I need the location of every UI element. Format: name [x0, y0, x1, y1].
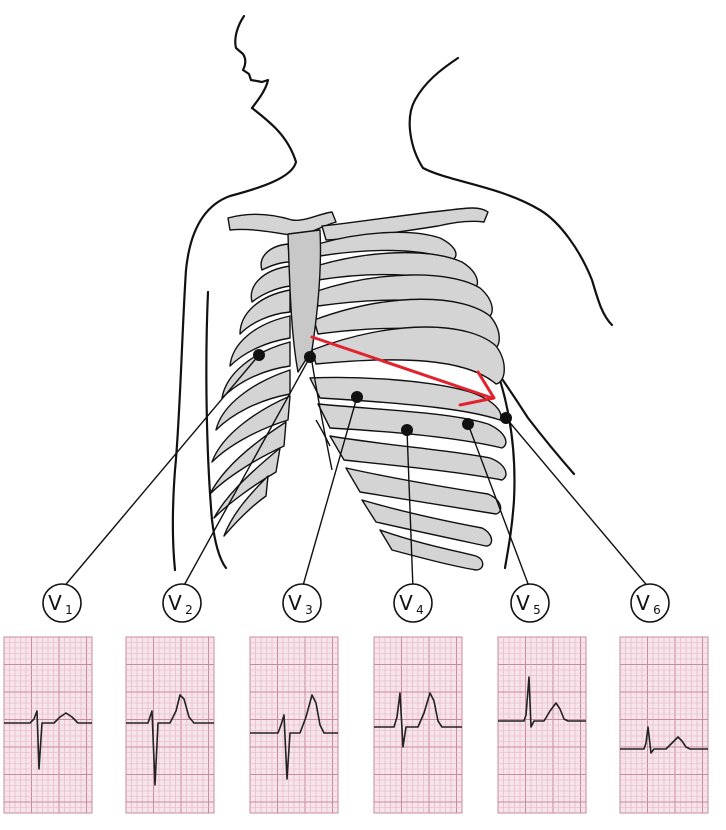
face-profile: [234, 14, 270, 110]
lead-letter: V: [288, 591, 302, 615]
electrode-v6: [500, 412, 512, 424]
lead-label-circle: [282, 583, 322, 623]
lead-letter: V: [516, 591, 530, 615]
ecg-grid: [620, 637, 708, 813]
ecg-trace: [4, 710, 92, 770]
lead-number: 5: [533, 603, 541, 617]
ecg-grid: [250, 637, 338, 813]
lead-number: 3: [305, 603, 313, 617]
lead-label-circle: [510, 583, 550, 623]
right-neck-shoulder: [408, 56, 614, 327]
ecg-trace: [374, 692, 462, 748]
ecg-strip-v2: [125, 636, 215, 814]
ecg-trace: [620, 726, 708, 754]
electrode-v1: [253, 349, 265, 361]
left-neck-shoulder: [171, 106, 298, 572]
right-body-contour: [498, 378, 516, 570]
lead-letter: V: [399, 591, 413, 615]
lead-letter: V: [48, 591, 62, 615]
electrodes: [253, 349, 512, 436]
lead-label-circle: [393, 583, 433, 623]
electrode-v5: [462, 418, 474, 430]
ecg-strips: [3, 636, 709, 814]
ecg-strip-v5: [497, 636, 587, 814]
red-axis-arrow: [310, 335, 496, 407]
ecg-trace: [250, 694, 338, 780]
left-clavicle: [227, 211, 337, 237]
lead-number: 2: [185, 603, 193, 617]
torso-outline: [171, 14, 614, 572]
lead-number: 4: [416, 603, 424, 617]
rib-cage: [209, 207, 507, 571]
ecg-trace: [498, 676, 586, 728]
ecg-grid: [498, 637, 586, 813]
electrode-leaders: [61, 354, 651, 590]
ecg-strip-v6: [619, 636, 709, 814]
lead-label-circle: [630, 583, 670, 623]
lead-letter: V: [636, 591, 650, 615]
ecg-strip-v3: [249, 636, 339, 814]
electrode-v3: [351, 391, 363, 403]
lead-label-circle: [162, 583, 202, 623]
lead-letter: V: [168, 591, 182, 615]
ecg-strip-v4: [373, 636, 463, 814]
ecg-grid: [126, 637, 214, 813]
lead-number: 1: [65, 603, 73, 617]
electrode-v2: [304, 351, 316, 363]
lead-number: 6: [653, 603, 661, 617]
left-inner-arm: [205, 290, 228, 570]
ecg-trace: [126, 694, 214, 786]
electrode-v4: [401, 424, 413, 436]
lead-label-circle: [42, 583, 82, 623]
ecg-strip-v1: [3, 636, 93, 814]
